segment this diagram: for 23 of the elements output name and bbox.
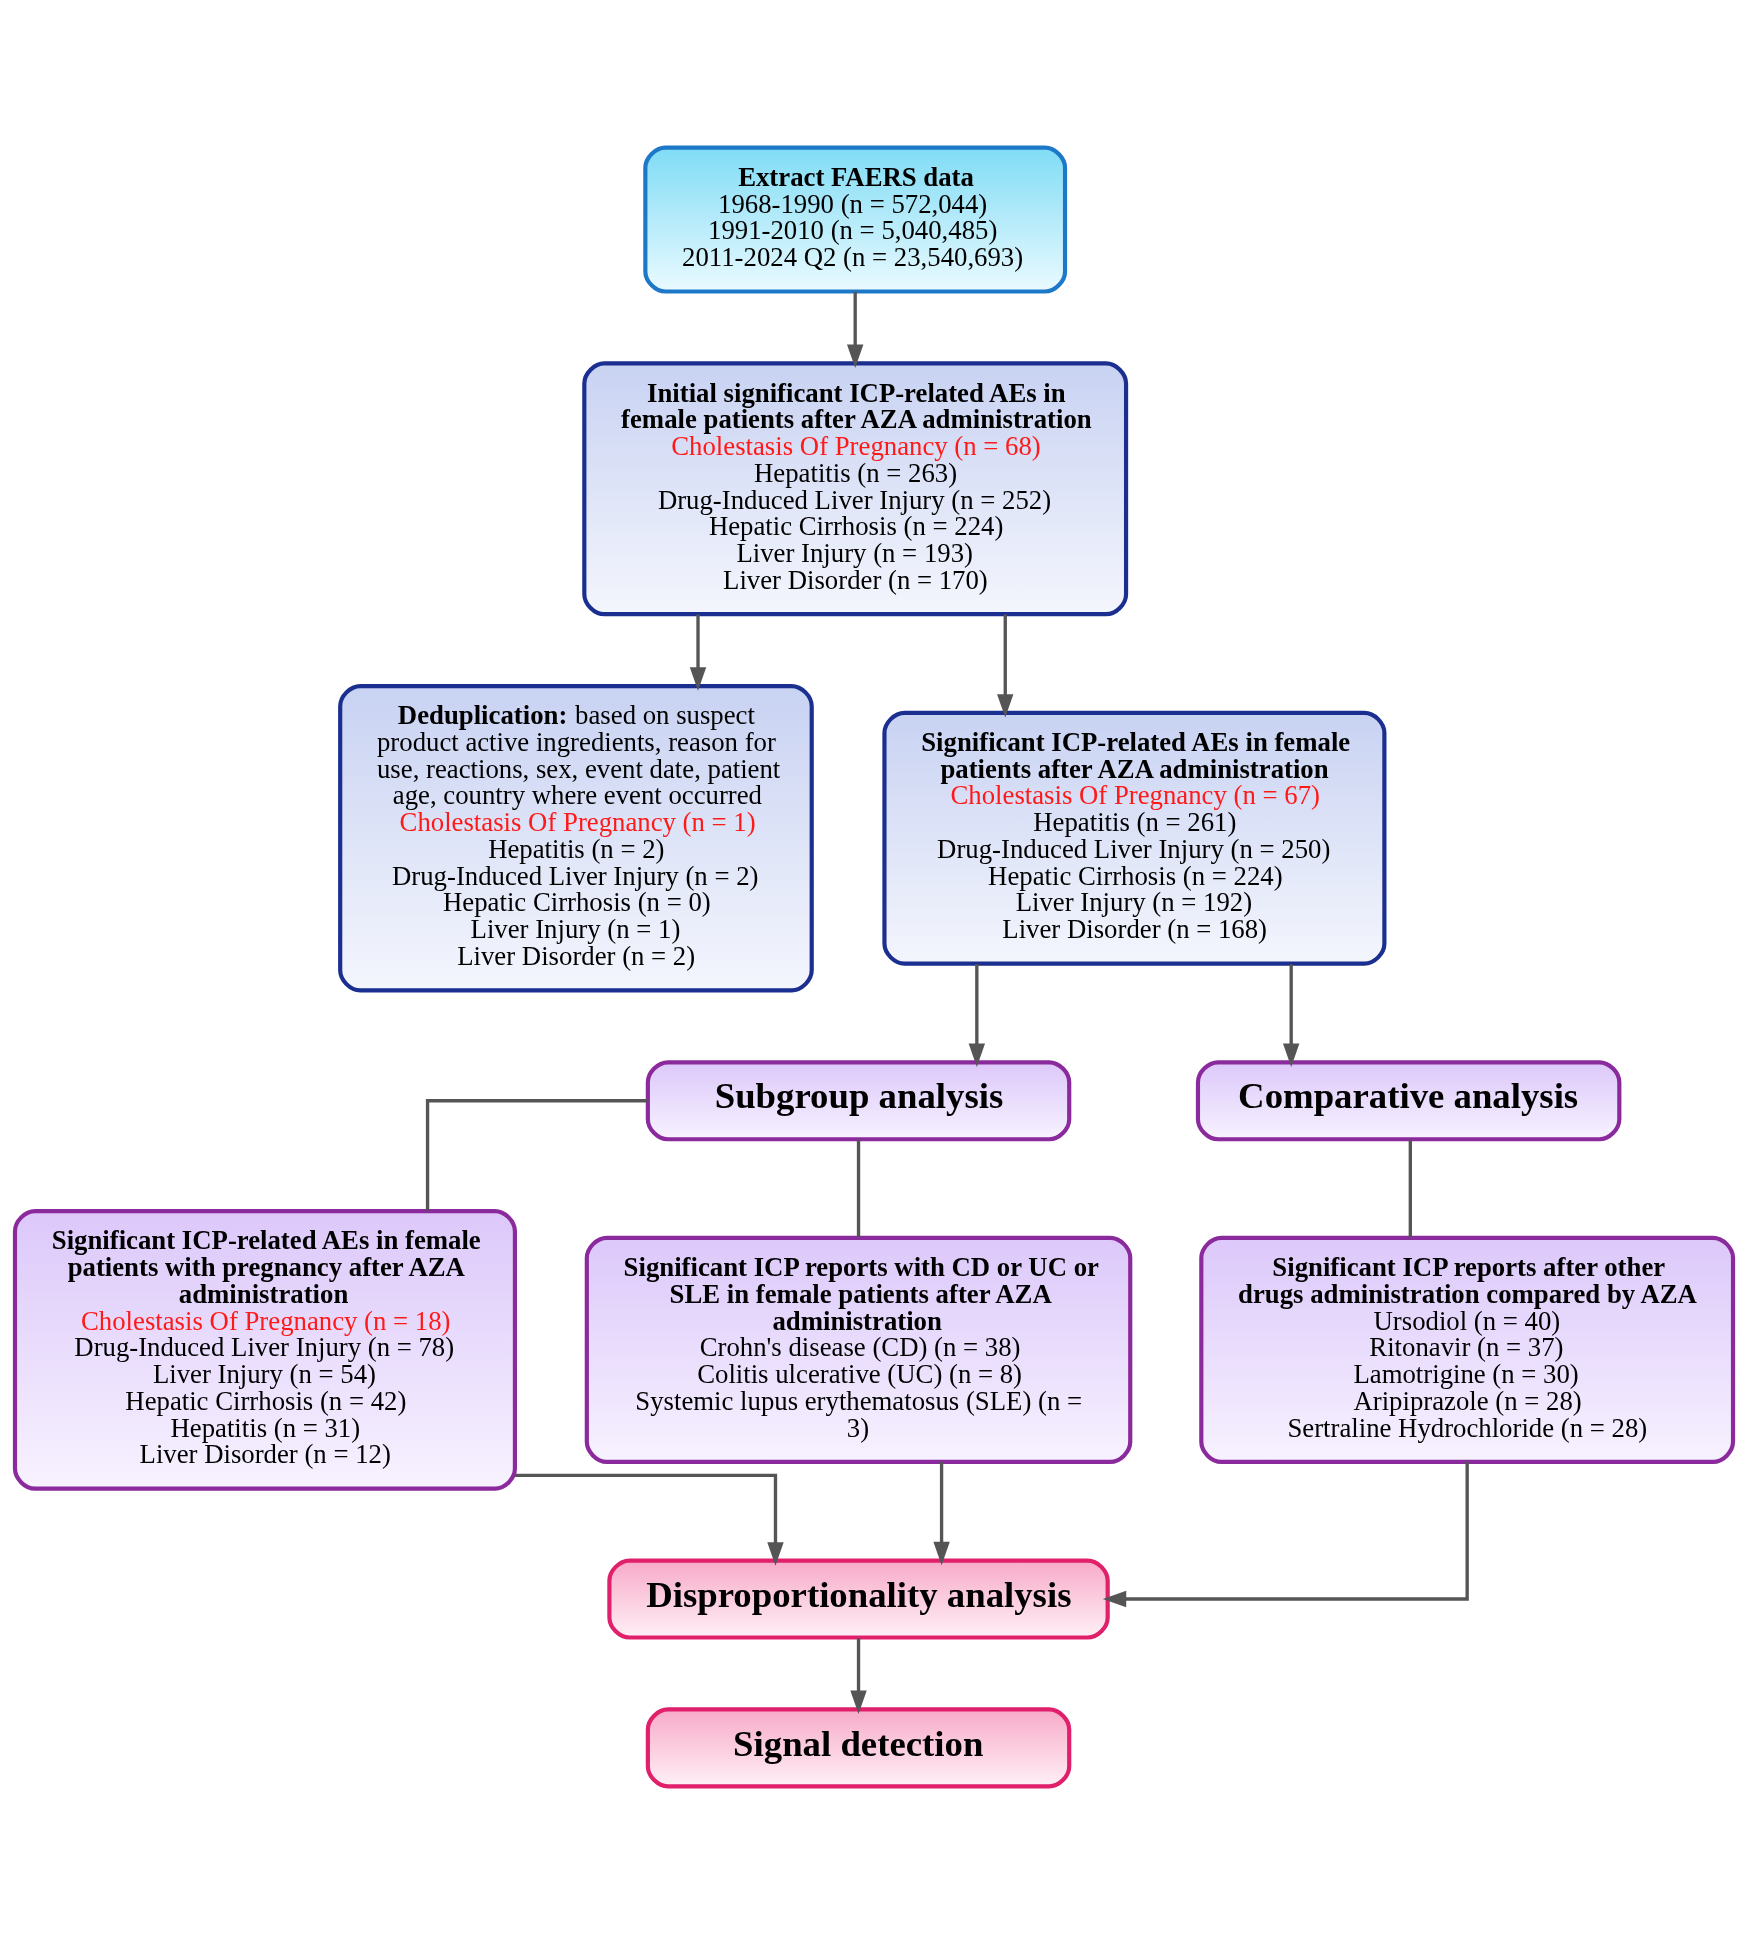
arrow — [997, 613, 1014, 718]
connector — [425, 1098, 648, 1211]
arrow — [1282, 963, 1300, 1067]
node-box: Comparative analysis — [1195, 1059, 1622, 1141]
node-box: Subgroup analysis — [645, 1059, 1072, 1141]
arrow — [847, 291, 864, 368]
node-box: Initial significant ICP-related AEs in female patients after AZA administration Cholestasis Of Pregnancy (n = 68) Hepatitis (n = 263) Drug-Induced Liver Injury (n = 252) Hepatic Cirrhosis (n = 224) Liver Injury (n = 193) Liver Disorder (n = 170) — [582, 360, 1129, 616]
connector — [1408, 1139, 1412, 1238]
node-box: Significant ICP reports with CD or UC or SLE in female patients after AZA administration Crohn's disease (CD) (n = 38) Colitis ulcerative (UC) (n = 8) Systemic lupus erythematosus (SLE) (n = 3) — [584, 1235, 1133, 1464]
arrow — [1102, 1461, 1469, 1607]
node-box: Deduplication: based on suspect product active ingredients, reason for use, reactions, sex, event date, patient age, country where event occurred Cholestasis Of Pregnancy (n = 1) Hepatitis (n = 2) Drug-Induced Liver Injury (n = 2) Hepatic Cirrhosis (n = 0) Liver Injury (n = 1) Liver Disorder (n = 2) — [338, 683, 814, 992]
node-box: Extract FAERS data 1968-1990 (n = 572,044) 1991-2010 (n = 5,040,485) 2011-2024 Q2 (n = 23,540,693) — [643, 145, 1068, 294]
node-box: Significant ICP reports after other drugs administration compared by AZA Ursodiol (n = 40) Ritonavir (n = 37) Lamotrigine (n = 30) Aripiprazole (n = 28) Sertraline Hydrochloride (n = 28) — [1199, 1235, 1736, 1464]
node-box: Signal detection — [645, 1706, 1072, 1788]
node-box: Disproportionality analysis — [607, 1558, 1110, 1640]
arrow — [850, 1637, 867, 1714]
connector — [856, 1139, 861, 1238]
arrow — [515, 1473, 784, 1566]
arrow — [689, 613, 707, 691]
arrow — [933, 1461, 950, 1565]
arrow — [968, 963, 986, 1067]
node-box: Significant ICP-related AEs in female patients with pregnancy after AZA administration Cholestasis Of Pregnancy (n = 18) Drug-Induced Liver Injury (n = 78) Liver Injury (n = 54) Hepatic Cirrhosis (n = 42) Hepatitis (n = 31) Liver Disorder (n = 12) — [12, 1208, 517, 1491]
node-box: Significant ICP-related AEs in female patients after AZA administration Cholestasis Of Pregnancy (n = 67) Hepatitis (n = 261) Drug-Induced Liver Injury (n = 250) Hepatic Cirrhosis (n = 224) Liver Injury (n = 192) Liver Disorder (n = 168) — [882, 710, 1387, 966]
